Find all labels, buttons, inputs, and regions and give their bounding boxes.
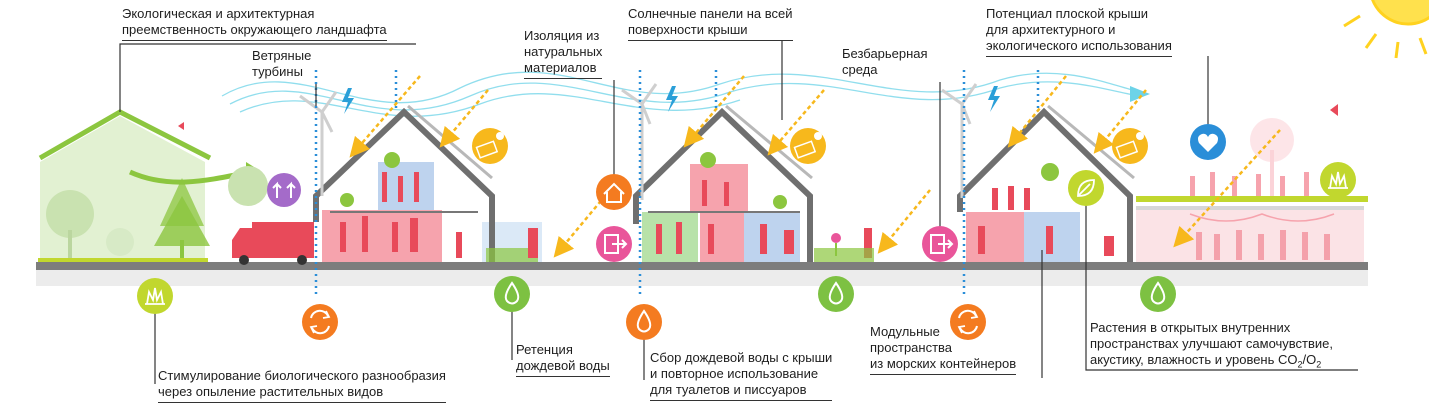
planter [486, 248, 538, 262]
leader-lines [119, 40, 1358, 384]
truck-wheel [239, 255, 249, 265]
garland [1189, 213, 1335, 222]
ground-shadow [36, 270, 1368, 286]
plant [773, 195, 787, 209]
label-rainwater-retention: Ретенция дождевой воды [516, 342, 610, 377]
landscape-ground [38, 258, 208, 263]
gable-roof [957, 107, 1133, 262]
room-ground-red [700, 212, 744, 262]
solar-panel-icon [1112, 128, 1148, 164]
grass-icon [137, 278, 173, 314]
house-icon [596, 174, 632, 210]
solar-panel-icon [790, 128, 826, 164]
water-drop-icon [494, 276, 530, 312]
label-rainwater-collection: Сбор дождевой воды с крыши и повторное и… [650, 350, 833, 401]
people-group [978, 186, 1114, 256]
person [528, 228, 538, 258]
heart-icon [1190, 124, 1226, 160]
tree-trunk [68, 230, 72, 260]
plant [384, 152, 400, 168]
gable-roof [633, 107, 813, 262]
tree-trunk [1270, 150, 1274, 196]
label-natural-insulation: Изоляция из натуральных материалов [524, 28, 603, 79]
planter [814, 248, 874, 262]
label-modular-containers: Модульные пространства из морских контей… [870, 324, 1017, 375]
door-exit-icon [922, 226, 958, 262]
house-2 [633, 104, 874, 262]
flat-roof-slab [1136, 206, 1364, 210]
wind-wave-2 [229, 81, 1141, 111]
lightning-icon [988, 86, 1000, 112]
tree [46, 190, 94, 238]
wind-waves [221, 71, 1141, 117]
truck-wheel [297, 255, 307, 265]
label-landscape-continuity: Экологическая и архитектурная преемствен… [122, 6, 387, 41]
bird-icon [178, 122, 184, 130]
label-barrier-free: Безбарьерная среда [842, 46, 928, 77]
tree-trunk [180, 240, 184, 260]
sun-icon [1343, 0, 1429, 59]
container-red [966, 212, 1024, 262]
bird-icon [1330, 104, 1338, 116]
house-1 [313, 104, 542, 262]
wind-turbine-icon [621, 83, 658, 200]
sun-disc [1371, 0, 1429, 26]
room-upper [690, 164, 748, 212]
gable-roof [313, 107, 495, 262]
people-group [656, 180, 872, 258]
truck-body [252, 222, 314, 258]
tree [154, 196, 210, 246]
wind-wave-3 [239, 93, 741, 117]
label-biodiversity: Стимулирование биологического разнообраз… [158, 368, 446, 403]
water-drop-icon [1140, 276, 1176, 312]
house-3 [957, 104, 1186, 262]
grass-icon [1320, 162, 1356, 198]
door-exit-icon [596, 226, 632, 262]
plant [340, 193, 354, 207]
truck-cab [232, 228, 252, 258]
people-group [340, 172, 462, 258]
tree [228, 166, 268, 206]
leaf-icon [1068, 170, 1104, 206]
plant [700, 152, 716, 168]
room-ground-green [642, 212, 698, 262]
recycle-icon [302, 304, 338, 340]
room-upper [378, 162, 434, 210]
ground-line [36, 262, 1368, 270]
wind-turbine-icon [299, 91, 338, 196]
label-plants-wellbeing-last-line: акустику, влажность и уровень CO2/O2 [1090, 352, 1322, 370]
wind-arrow-head [1130, 86, 1150, 102]
rainwater-dotted-lines [314, 70, 1040, 296]
lightning-icon [342, 88, 354, 114]
bush [106, 228, 134, 256]
sun-ray-arrows [349, 75, 1281, 258]
people-group-roof [1190, 172, 1309, 196]
lightning-icon [666, 86, 678, 112]
flat-roof-green [1136, 196, 1368, 202]
arrows-up-icon [267, 173, 301, 207]
truck-icon [232, 222, 314, 265]
sun-rays [1343, 14, 1428, 59]
label-plants-wellbeing: Растения в открытых внутренних пространс… [1090, 320, 1333, 373]
flower-icon [831, 233, 841, 256]
solar-roof-strip [1047, 104, 1135, 180]
water-drop-icon [818, 276, 854, 312]
plant [1041, 163, 1059, 181]
people-group-interior [1196, 230, 1330, 260]
recycle-icon [950, 304, 986, 340]
label-flat-roof: Потенциал плоской крыши для архитектурно… [986, 6, 1172, 57]
water-drop-icon [626, 304, 662, 340]
label-wind-turbines: Ветряные турбины [252, 48, 312, 79]
wind-wave-1 [221, 71, 1141, 104]
solar-panel-icon [472, 128, 508, 164]
label-solar-panels: Солнечные панели на всей поверхности кры… [628, 6, 793, 41]
